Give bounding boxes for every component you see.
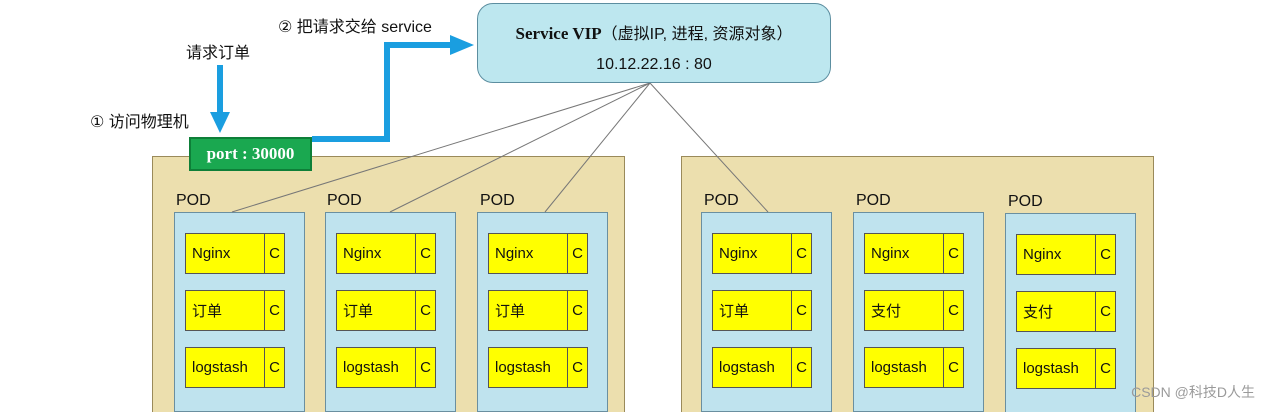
container-name: 订单	[337, 291, 416, 330]
pod-title: POD	[704, 192, 739, 209]
pod-title: POD	[480, 192, 515, 209]
container-marker: C	[948, 245, 959, 262]
request-order-label: 请求订单	[186, 45, 251, 62]
container-marker: C	[948, 359, 959, 376]
container-name: Nginx	[186, 234, 265, 273]
container-marker: C	[269, 245, 280, 262]
vip-title-rest: （虚拟IP, 进程, 资源对象）	[601, 26, 793, 43]
pod-title: POD	[856, 192, 891, 209]
container-name: 订单	[489, 291, 568, 330]
container-marker: C	[420, 245, 431, 262]
container-name: Nginx	[489, 234, 568, 273]
container-marker: C	[948, 302, 959, 319]
container-marker: C	[420, 359, 431, 376]
container-name: logstash	[186, 348, 265, 387]
container-marker: C	[572, 302, 583, 319]
pod-title: POD	[327, 192, 362, 209]
pod-title: POD	[176, 192, 211, 209]
container-name: Nginx	[1017, 235, 1096, 274]
service-vip: Service VIP（虚拟IP, 进程, 资源对象） 10.12.22.16 …	[477, 3, 831, 83]
container-marker: C	[420, 302, 431, 319]
node-port: port : 30000	[189, 137, 312, 171]
watermark: CSDN @科技D人生	[1131, 384, 1255, 400]
arrow-shaft-vertical	[384, 42, 390, 142]
step2-label: ② 把请求交给 service	[278, 19, 432, 36]
connector-line	[649, 82, 769, 213]
container-name: logstash	[337, 348, 416, 387]
container-name: 订单	[186, 291, 265, 330]
container-marker: C	[796, 359, 807, 376]
vip-title: Service VIP（虚拟IP, 进程, 资源对象）	[478, 20, 830, 44]
container-name: 支付	[1017, 292, 1096, 331]
container-marker: C	[269, 302, 280, 319]
pod-title: POD	[1008, 193, 1043, 210]
container-marker: C	[572, 359, 583, 376]
connector-line	[231, 82, 651, 213]
container-name: logstash	[713, 348, 792, 387]
arrowhead-down	[210, 112, 230, 133]
connector-line	[544, 82, 651, 213]
container-name: 支付	[865, 291, 944, 330]
container-marker: C	[1100, 360, 1111, 377]
container-marker: C	[1100, 246, 1111, 263]
container-marker: C	[796, 245, 807, 262]
arrow-shaft-top	[384, 42, 454, 48]
container-name: 订单	[713, 291, 792, 330]
container-marker: C	[796, 302, 807, 319]
arrow-shaft-horizontal	[312, 136, 390, 142]
vip-address: 10.12.22.16 : 80	[596, 56, 712, 73]
container-name: Nginx	[713, 234, 792, 273]
container-name: logstash	[1017, 349, 1096, 388]
arrow-shaft-down	[217, 65, 223, 117]
container-name: Nginx	[865, 234, 944, 273]
container-name: logstash	[489, 348, 568, 387]
container-marker: C	[1100, 303, 1111, 320]
container-name: Nginx	[337, 234, 416, 273]
container-marker: C	[269, 359, 280, 376]
connector-line	[389, 82, 651, 213]
step1-label: ① 访问物理机	[90, 114, 189, 131]
container-marker: C	[572, 245, 583, 262]
container-name: logstash	[865, 348, 944, 387]
vip-title-bold: Service VIP	[515, 24, 602, 43]
arrowhead-right	[450, 35, 474, 55]
